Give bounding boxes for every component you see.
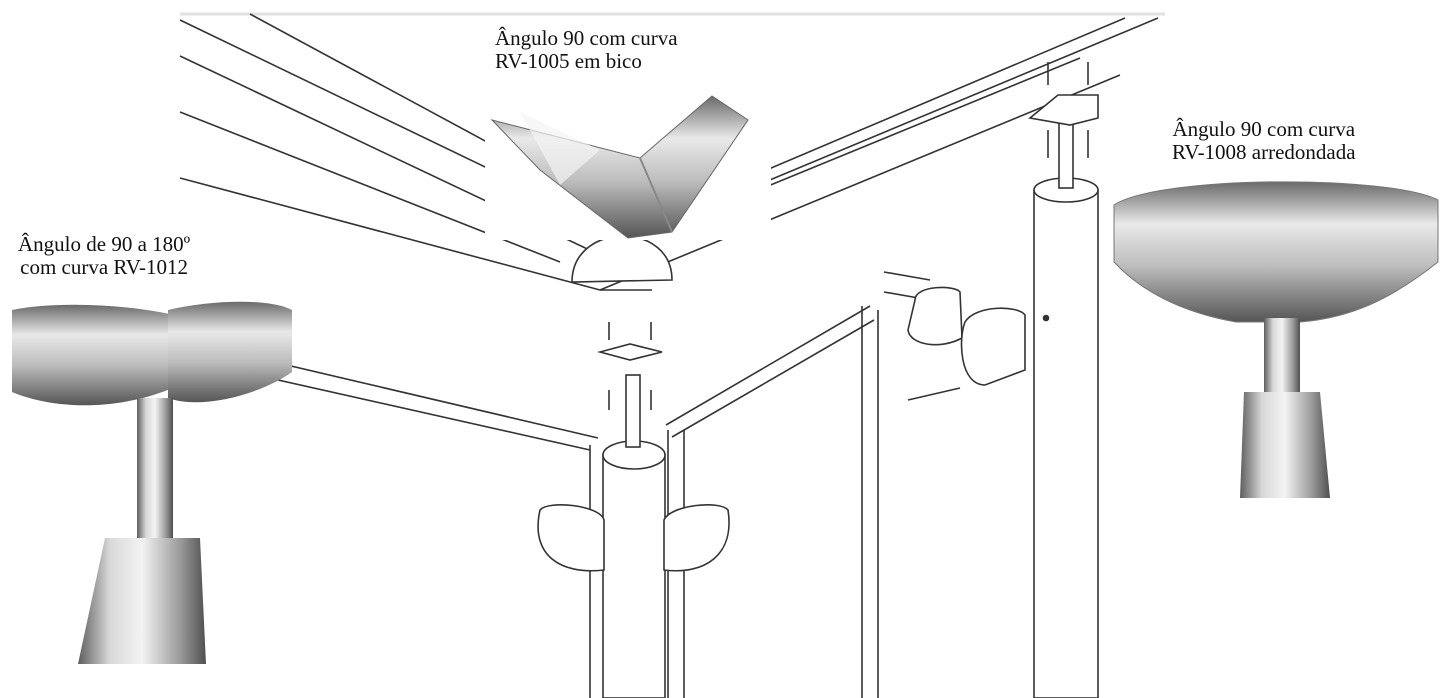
corner-post <box>537 322 730 698</box>
end-post <box>1028 62 1099 698</box>
label-rv-1008: Ângulo 90 com curva RV-1008 arredondada <box>1172 118 1356 164</box>
fitting-rv-1012-icon <box>12 301 292 664</box>
label-rv-1005: Ângulo 90 com curva RV-1005 em bico <box>495 27 678 73</box>
label-rv-1008-line2: RV-1008 arredondada <box>1172 140 1356 164</box>
fitting-rv-1008-icon <box>1113 181 1439 498</box>
fitting-rv-1005-icon <box>485 92 771 240</box>
label-rv-1012: Ângulo de 90 a 180º com curva RV-1012 <box>18 233 190 279</box>
handrail-drawing <box>179 13 1159 291</box>
label-rv-1008-line1: Ângulo 90 com curva <box>1172 117 1356 141</box>
label-rv-1005-line1: Ângulo 90 com curva <box>495 26 678 50</box>
label-rv-1012-line2: com curva RV-1012 <box>20 255 188 279</box>
glass-clamp <box>883 271 1050 401</box>
label-rv-1012-line1: Ângulo de 90 a 180º <box>18 232 191 256</box>
label-rv-1005-line2: RV-1005 em bico <box>495 49 642 73</box>
